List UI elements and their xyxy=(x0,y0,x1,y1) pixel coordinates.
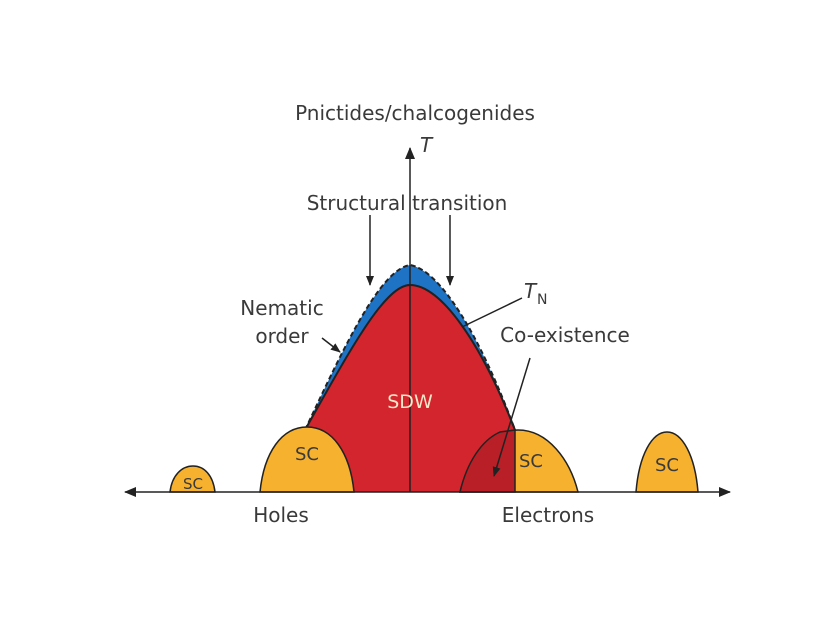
coexistence-arrow xyxy=(492,357,531,477)
t-axis-label: T xyxy=(420,133,434,157)
tn-pointer xyxy=(461,297,523,328)
sdw-label: SDW xyxy=(387,391,433,413)
diagram-title: Pnictides/chalcogenides xyxy=(295,101,535,125)
nematic-label-line1: Nematic xyxy=(240,296,323,320)
electrons-label: Electrons xyxy=(502,503,594,527)
sc-dome-far-right xyxy=(635,431,699,493)
sc-label-far-left: SC xyxy=(183,475,203,493)
sc-label-left: SC xyxy=(295,444,319,465)
coexistence-label: Co-existence xyxy=(500,323,630,347)
tn-label: T xyxy=(524,279,538,303)
holes-label: Holes xyxy=(253,503,309,527)
sc-label-right: SC xyxy=(519,451,543,472)
coexistence-region xyxy=(459,429,516,493)
sc-dome-far-left xyxy=(169,465,216,493)
structural-transition-line xyxy=(304,263,516,431)
nematic-arrow xyxy=(321,337,341,353)
structural-transition-label: Structural transition xyxy=(307,191,508,215)
sc-dome-left xyxy=(259,426,355,493)
sc-label-far-right: SC xyxy=(655,455,679,476)
tn-label-subscript: N xyxy=(537,292,547,308)
nematic-label-line2: order xyxy=(255,324,309,348)
